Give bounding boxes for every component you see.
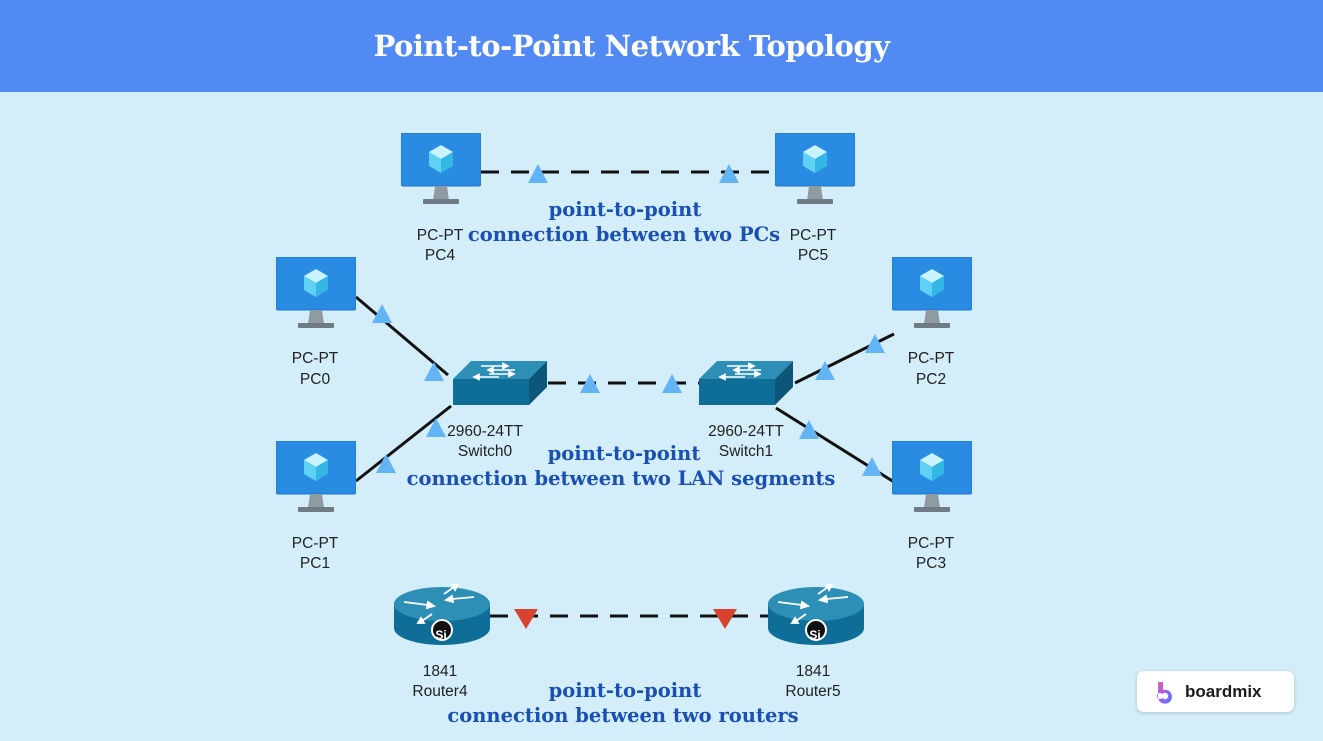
link-marker-up: [426, 418, 446, 437]
caption-line: point-to-point: [549, 679, 702, 702]
switch-switch1[interactable]: 2960-24TT Switch1: [698, 360, 794, 460]
device-model: PC-PT: [790, 227, 837, 244]
device-name: Switch1: [719, 443, 773, 460]
pc-icon: [892, 441, 972, 513]
router-badge: Si: [809, 628, 820, 642]
switch-switch0[interactable]: 2960-24TT Switch0: [447, 360, 548, 460]
device-name: Router5: [785, 683, 840, 700]
device-name: PC1: [300, 555, 330, 572]
device-name: PC2: [916, 371, 946, 388]
router-router5[interactable]: Si 1841 Router5: [767, 584, 865, 700]
link-marker-up: [372, 304, 392, 323]
caption-lan: point-to-point connection between two LA…: [407, 442, 836, 490]
link-marker-up: [580, 374, 600, 393]
device-name: PC0: [300, 371, 331, 388]
link-marker-up: [799, 420, 819, 439]
device-model: 1841: [423, 663, 457, 680]
pc-pc0[interactable]: PC-PT PC0: [276, 257, 356, 388]
pc-pc3[interactable]: PC-PT PC3: [892, 441, 972, 572]
pc-icon: [276, 257, 356, 329]
switch-icon: [698, 360, 794, 406]
link-marker-up: [865, 334, 885, 353]
link-marker-up: [862, 457, 882, 476]
device-name: Router4: [412, 683, 468, 700]
caption-line: connection between two PCs: [468, 223, 780, 246]
device-model: PC-PT: [292, 535, 339, 552]
link-switch1-pc2: [794, 332, 895, 385]
link-marker-up: [662, 374, 682, 393]
pc-icon: [775, 133, 855, 205]
link-marker-up: [376, 454, 396, 473]
link-pc1-switch0: [355, 404, 452, 483]
device-model: PC-PT: [292, 350, 339, 367]
pc-icon: [276, 441, 356, 513]
device-model: 2960-24TT: [708, 423, 784, 440]
link-marker-up: [424, 362, 444, 381]
link-marker-up: [815, 361, 835, 380]
pc-pc1[interactable]: PC-PT PC1: [276, 441, 356, 572]
logo-text: boardmix: [1185, 681, 1262, 701]
pc-pc5[interactable]: PC-PT PC5: [775, 133, 855, 264]
device-name: PC4: [425, 247, 456, 264]
caption-line: point-to-point: [548, 442, 701, 465]
page-title: Point-to-Point Network Topology: [373, 29, 890, 63]
pc-pc2[interactable]: PC-PT PC2: [892, 257, 972, 388]
caption-line: point-to-point: [549, 198, 702, 221]
device-model: PC-PT: [417, 227, 464, 244]
device-name: PC3: [916, 555, 946, 572]
link-marker-down: [514, 609, 538, 629]
link-marker-down: [713, 609, 737, 629]
boardmix-logo-icon: [1157, 681, 1172, 704]
device-model: 1841: [796, 663, 830, 680]
caption-line: connection between two routers: [447, 704, 798, 727]
caption-routers: point-to-point connection between two ro…: [447, 679, 798, 727]
router-badge: Si: [435, 628, 446, 642]
pc-icon: [401, 133, 481, 205]
device-model: 2960-24TT: [447, 423, 523, 440]
device-name: Switch0: [458, 443, 513, 460]
caption-line: connection between two LAN segments: [407, 467, 836, 490]
caption-pcs: point-to-point connection between two PC…: [468, 198, 780, 246]
device-model: PC-PT: [908, 350, 955, 367]
link-marker-up: [528, 164, 548, 183]
switch-icon: [452, 360, 548, 406]
pc-icon: [892, 257, 972, 329]
device-name: PC5: [798, 247, 828, 264]
router-router4[interactable]: Si 1841 Router4: [393, 584, 491, 700]
pc-pc4[interactable]: PC-PT PC4: [401, 133, 481, 264]
link-markers: [372, 164, 885, 629]
title-bar: Point-to-Point Network Topology: [0, 0, 1323, 92]
link-pc0-switch0: [355, 295, 449, 377]
link-marker-up: [719, 164, 739, 183]
boardmix-logo[interactable]: boardmix: [1137, 671, 1294, 712]
device-model: PC-PT: [908, 535, 955, 552]
